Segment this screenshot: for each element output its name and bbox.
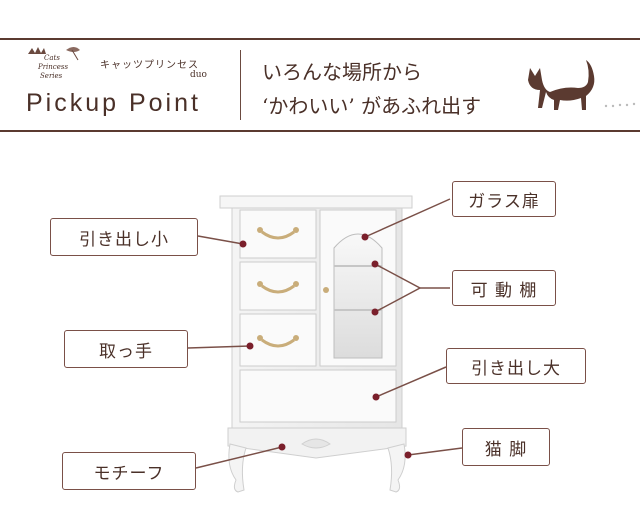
header: Cats Princess Series キャッツプリンセス duo Picku… — [0, 0, 640, 140]
label-cat-legs: 猫 脚 — [462, 428, 550, 466]
logo-line-2: Princess — [37, 63, 68, 71]
header-top-rule — [0, 38, 640, 40]
brand-name: キャッツプリンセス — [100, 60, 199, 71]
brand-sub: duo — [190, 70, 207, 80]
catch-copy-line-2: ‘かわいい’ があふれ出す — [262, 94, 482, 118]
catch-copy-line-1: いろんな場所から — [262, 60, 422, 84]
label-small-drawer: 引き出し小 — [50, 218, 198, 256]
cat-silhouette-icon — [528, 60, 636, 110]
page-title: Pickup Point — [26, 89, 201, 117]
header-divider — [240, 50, 241, 120]
crown-logo-icon: Cats Princess Series — [28, 47, 80, 80]
label-handle: 取っ手 — [64, 330, 188, 368]
logo-line-3: Series — [40, 72, 63, 80]
label-motif: モチーフ — [62, 452, 196, 490]
label-glass-door: ガラス扉 — [452, 181, 556, 217]
header-bottom-rule — [0, 130, 640, 132]
label-movable-shelf: 可 動 棚 — [452, 270, 556, 306]
logo-line-1: Cats — [44, 54, 60, 62]
label-large-drawer: 引き出し大 — [446, 348, 586, 384]
cabinet-illustration — [219, 195, 413, 493]
